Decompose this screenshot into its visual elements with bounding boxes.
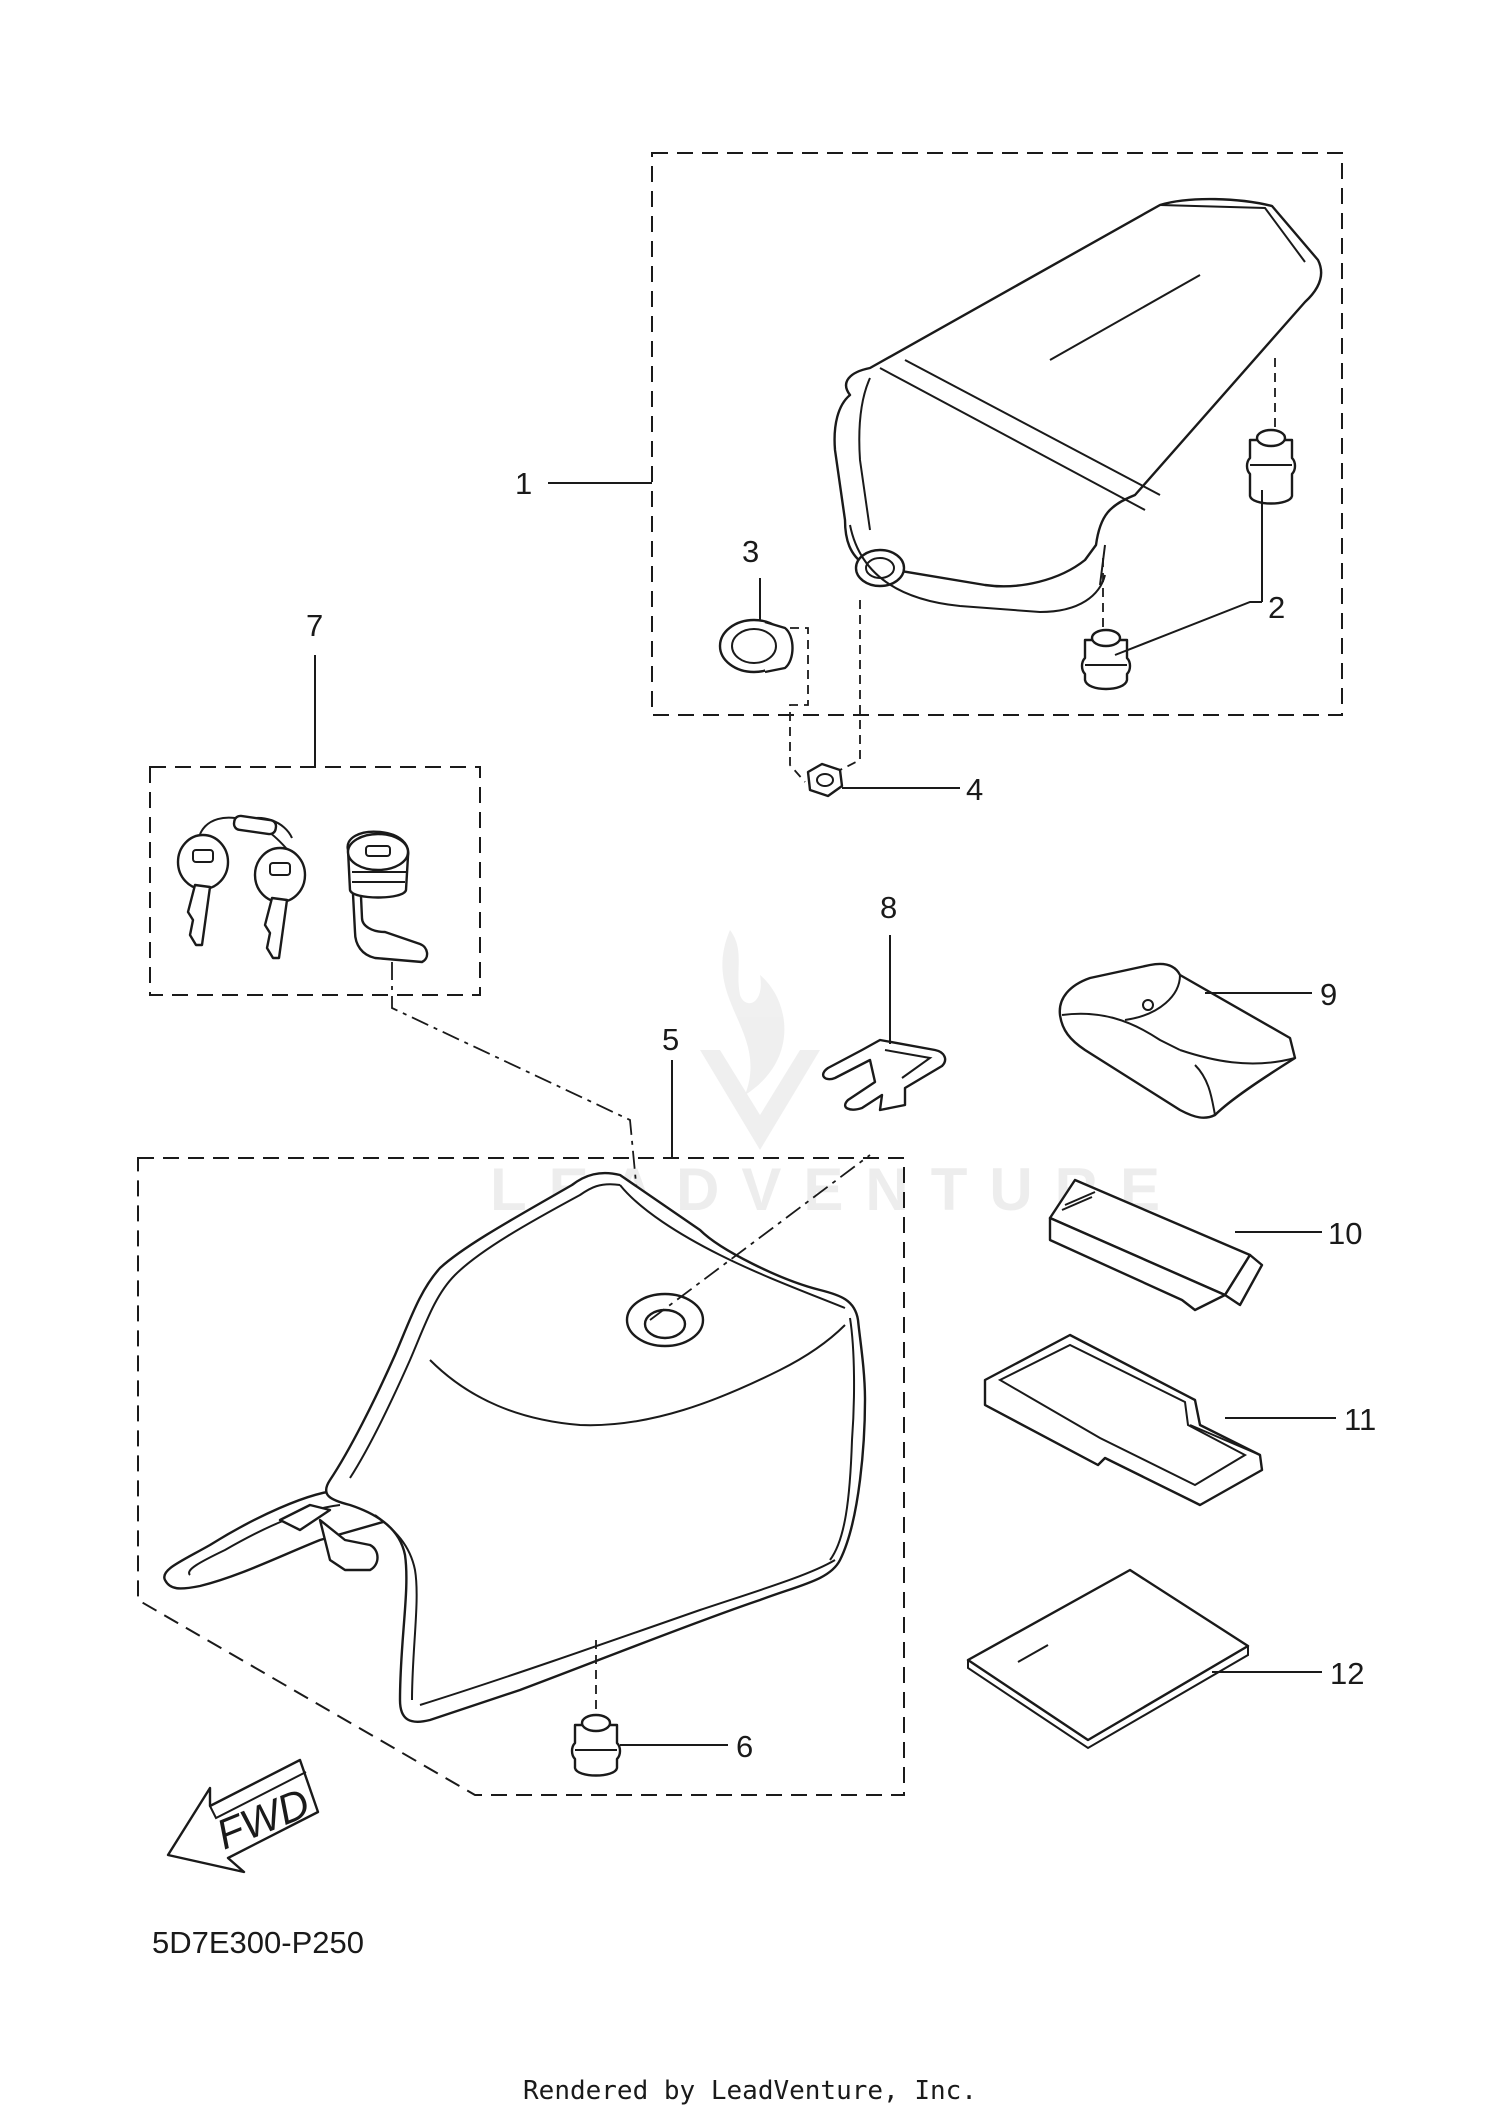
callout-7: 7 — [306, 608, 323, 643]
callout-9: 9 — [1320, 977, 1337, 1012]
damper-6[interactable] — [570, 1713, 622, 1777]
callout-11: 11 — [1344, 1402, 1376, 1437]
callout-12: 12 — [1330, 1656, 1364, 1691]
callout-8: 8 — [880, 890, 897, 925]
tray-11[interactable] — [983, 1333, 1264, 1507]
damper-2-upper[interactable] — [1245, 428, 1297, 505]
key-set[interactable] — [176, 814, 307, 960]
rear-seat-key-hole — [854, 548, 906, 588]
key-lock-group — [149, 655, 641, 1226]
tool-bag-9[interactable] — [1058, 962, 1297, 1119]
diagram-code: 5D7E300-P250 — [152, 1925, 364, 1960]
front-seat-group-box — [137, 1157, 905, 1796]
rear-seat-group — [548, 152, 1343, 783]
holder-10[interactable] — [1048, 1178, 1264, 1312]
seat-lock[interactable] — [346, 830, 429, 964]
callout-2: 2 — [1268, 590, 1285, 625]
front-seat[interactable] — [163, 1171, 867, 1723]
bracket-8[interactable] — [821, 1038, 947, 1112]
fwd-arrow: FWD — [166, 1758, 320, 1874]
front-seat-group — [137, 1060, 905, 1796]
callout-1: 1 — [515, 466, 532, 501]
grommet-3[interactable] — [718, 618, 794, 674]
render-credit: Rendered by LeadVenture, Inc. — [523, 2076, 977, 2106]
callout-4: 4 — [966, 772, 983, 807]
rear-seat[interactable] — [833, 197, 1323, 614]
callout-2-leader — [1114, 601, 1262, 656]
damper-2-lower[interactable] — [1080, 628, 1132, 691]
callout-6: 6 — [736, 1729, 753, 1764]
bracket-link-line — [649, 1154, 871, 1321]
lock-link-line — [391, 962, 641, 1226]
callout-3: 3 — [742, 534, 759, 569]
callout-5: 5 — [662, 1022, 679, 1057]
owners-manual-12[interactable] — [966, 1568, 1250, 1750]
callout-labels: 1 2 3 4 5 6 7 8 9 10 11 12 — [306, 466, 1376, 1764]
callout-10: 10 — [1328, 1216, 1362, 1251]
nut-4[interactable] — [806, 762, 844, 798]
